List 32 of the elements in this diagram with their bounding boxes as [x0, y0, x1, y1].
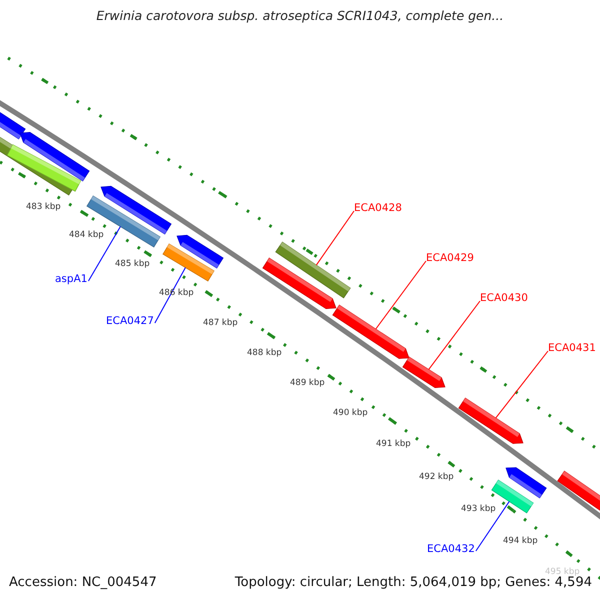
gene-feature — [402, 356, 446, 388]
leader-line — [88, 226, 121, 282]
accession-text: Accession: NC_004547 — [9, 575, 157, 590]
position-label: 491 kbp — [376, 439, 411, 449]
gene-label: aspA1 — [55, 273, 88, 285]
gene-label: ECA0432 — [427, 543, 475, 555]
position-label: 490 kbp — [333, 408, 368, 418]
gene-feature — [332, 304, 410, 359]
gene-label: ECA0428 — [354, 202, 402, 214]
gene-label: ECA0427 — [106, 315, 154, 327]
leader-line — [154, 267, 186, 324]
position-label: 493 kbp — [461, 504, 496, 514]
gene-feature — [275, 242, 351, 298]
map-title: Erwinia carotovora subsp. atroseptica SCRI1043, complete gen... — [95, 8, 505, 23]
leader-line — [475, 501, 510, 552]
leader-line — [495, 350, 548, 418]
position-label: 485 kbp — [115, 259, 150, 269]
leader-line — [428, 300, 480, 370]
leader-line — [316, 210, 354, 266]
position-label: 492 kbp — [419, 472, 454, 482]
position-label: 487 kbp — [203, 318, 238, 328]
gene-label: ECA0430 — [480, 292, 528, 304]
gene-label: ECA0429 — [426, 252, 474, 264]
gene-feature — [162, 243, 214, 282]
gene-feature — [86, 195, 161, 248]
position-label: 495 kbp — [545, 567, 580, 577]
position-label: 488 kbp — [247, 348, 282, 358]
gene-feature — [458, 398, 524, 444]
position-label: 484 kbp — [69, 230, 104, 240]
leader-line — [375, 260, 426, 330]
genome-summary-text: Topology: circular; Length: 5,064,019 bp; Genes: 4,594 — [234, 575, 592, 590]
gene-label: ECA0431 — [548, 342, 596, 354]
